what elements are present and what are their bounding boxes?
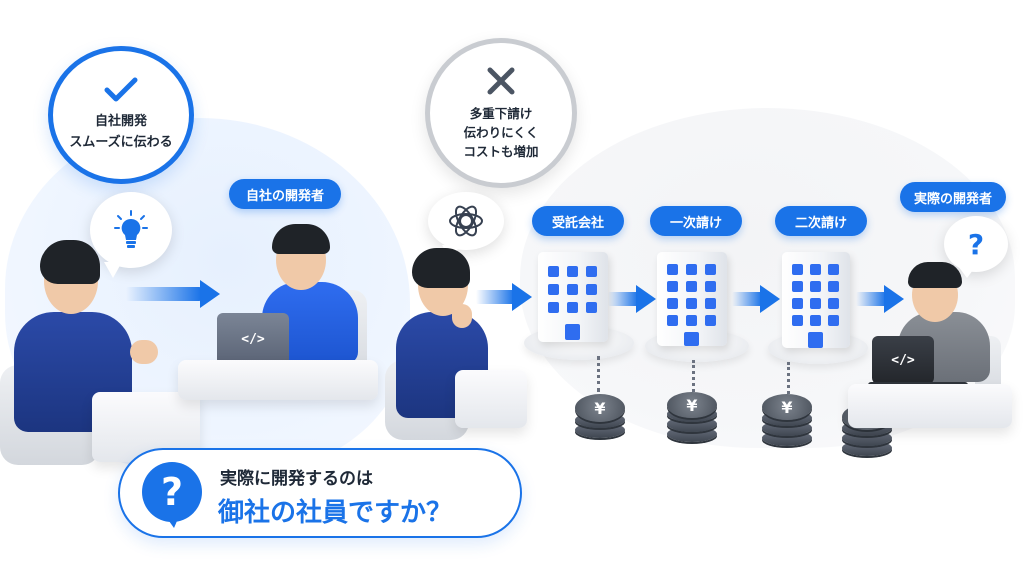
arrow-head-2 — [512, 283, 532, 311]
dotline-2 — [692, 360, 695, 392]
client-hair — [40, 240, 100, 284]
coin-stack-1: ¥ — [575, 390, 625, 440]
coin-stack-3: ¥ — [762, 392, 812, 448]
tangled-thought-icon — [449, 205, 483, 237]
lightbulb-icon — [114, 210, 148, 248]
idea-bubble-tail — [104, 262, 122, 278]
dotline-3 — [787, 362, 790, 394]
confused-bubble — [428, 192, 504, 250]
question-banner: ? 実際に開発するのは 御社の社員ですか？ — [118, 448, 522, 538]
arrow-shaft-5 — [856, 292, 886, 306]
client2-desk — [455, 370, 527, 428]
banner-icon-tail — [164, 514, 180, 528]
building-prime-contractor — [538, 252, 608, 342]
banner-question-mark: ? — [160, 470, 184, 514]
label-prime-contractor: 受託会社 — [532, 206, 624, 236]
building-first-subcontractor — [657, 252, 727, 346]
check-icon — [104, 77, 138, 102]
developer-hair — [272, 224, 330, 254]
question-icon: ? — [967, 227, 985, 261]
label-second-subcontractor: 二次請け — [775, 206, 867, 236]
question-bubble: ? — [944, 216, 1008, 272]
arrow-head-4 — [760, 285, 780, 313]
building-second-subcontractor — [782, 252, 850, 348]
arrow-head-5 — [884, 285, 904, 313]
yen-icon: ¥ — [575, 394, 625, 422]
cross-icon — [487, 67, 515, 94]
label-first-subcontractor: 一次請け — [650, 206, 742, 236]
yen-icon: ¥ — [667, 392, 717, 418]
yen-icon: ¥ — [762, 394, 812, 420]
question-bubble-tail — [958, 266, 976, 278]
good-line1: 自社開発 — [94, 114, 147, 129]
code-icon: </> — [891, 352, 915, 368]
arrow-shaft-3 — [608, 292, 638, 306]
bad-line3: コストも増加 — [463, 143, 539, 159]
actual-developer-hair — [908, 262, 962, 288]
label-inhouse-developer: 自社の開発者 — [229, 179, 341, 209]
arrow-shaft-4 — [732, 292, 762, 306]
arrow-head-3 — [636, 285, 656, 313]
inhouse-good-badge: 自社開発 スムーズに伝わる — [48, 46, 194, 184]
arrow-shaft-2 — [476, 290, 514, 304]
banner-line1: 実際に開発するのは — [220, 469, 373, 489]
coin-stack-2: ¥ — [667, 390, 717, 444]
arrow-head-1 — [200, 280, 220, 308]
good-line2: スムーズに伝わる — [69, 135, 173, 150]
question-icon: ? — [142, 462, 202, 522]
dotline-1 — [597, 356, 600, 392]
banner-line2: 御社の社員ですか？ — [218, 498, 453, 528]
bad-line1: 多重下請け — [469, 105, 533, 121]
arrow-shaft-1 — [126, 287, 201, 301]
idea-bubble — [90, 192, 172, 268]
code-icon: </> — [241, 331, 265, 347]
client-hand — [130, 340, 158, 364]
actual-developer-desk — [848, 384, 1012, 428]
developer-laptop: </> — [217, 313, 289, 365]
bad-line2: 伝わりにくく — [463, 124, 539, 140]
actual-developer-laptop: </> — [872, 336, 934, 384]
subcontract-bad-badge: 多重下請け 伝わりにくく コストも増加 — [425, 38, 577, 188]
client2-hair — [412, 248, 470, 288]
developer-desk — [178, 360, 378, 400]
label-actual-developer: 実際の開発者 — [900, 182, 1006, 212]
client2-hand — [452, 304, 472, 328]
